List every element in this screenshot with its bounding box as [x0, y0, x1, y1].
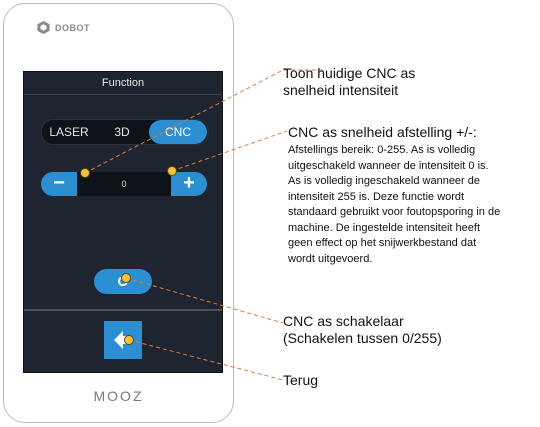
dobot-logo-icon [37, 20, 50, 35]
label-switch: CNC as schakelaar (Schakelen tussen 0/25… [283, 313, 442, 346]
leader-back [128, 339, 284, 381]
marker-switch [121, 273, 131, 283]
mode-laser-option[interactable]: LASER [49, 125, 89, 139]
label-speed-adjust: CNC as snelheid afstelling +/-: Afstelli… [288, 124, 538, 267]
marker-speed-display [80, 168, 90, 178]
logo-text: DOBOT [55, 22, 90, 33]
mode-cnc-option[interactable]: CNC [149, 120, 207, 144]
screen-title: Function [24, 72, 222, 95]
cnc-speed-stepper: − 0 + [41, 172, 207, 196]
label-back: Terug [283, 372, 319, 388]
screen-divider [24, 309, 222, 311]
increase-button[interactable]: + [171, 172, 207, 196]
speed-value: 0 [77, 172, 171, 196]
marker-back [124, 335, 134, 345]
dobot-logo: DOBOT [36, 20, 90, 35]
back-button[interactable] [104, 321, 142, 359]
label-speed-display: Toon huidige CNC as snelheid intensiteit [283, 65, 416, 98]
decrease-button[interactable]: − [41, 172, 77, 196]
mode-3d-option[interactable]: 3D [114, 125, 130, 139]
mooz-brand: MOOZ [93, 388, 144, 404]
leader-switch [125, 277, 284, 324]
phone-frame: DOBOT Function LASER 3D CNC − 0 + O MOOZ [3, 3, 234, 423]
marker-speed-adjust [167, 166, 177, 176]
leader-speed-adjust [171, 130, 288, 172]
back-arrow-icon [114, 331, 132, 349]
speed-adjust-title: CNC as snelheid afstelling +/-: [288, 124, 477, 140]
